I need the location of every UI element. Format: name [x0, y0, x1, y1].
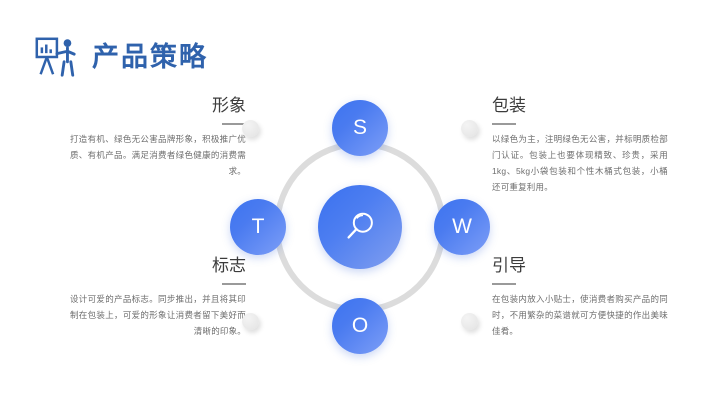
- block-heading-guide: 引导: [492, 256, 526, 275]
- block-body-logo: 设计可爱的产品标志。同步推出，并且将其印制在包装上，可爱的形象让消费者留下美好而…: [70, 294, 246, 336]
- heading-rule: [492, 123, 516, 126]
- decorative-dot-bottom-left: [242, 313, 259, 330]
- swot-node-letter: O: [351, 314, 369, 337]
- decorative-dot-bottom-right: [461, 313, 478, 330]
- heading-rule: [222, 123, 246, 126]
- heading-rule: [222, 283, 246, 286]
- page-header: 产品策略: [32, 34, 208, 80]
- swot-node-o[interactable]: O: [332, 298, 388, 354]
- block-body-image: 打造有机、绿色无公害品牌形象，积极推广优质、有机产品。满足消费者绿色健康的消费需…: [70, 134, 246, 176]
- block-body-guide: 在包装内放入小贴士，使消费者购买产品的同时，不用繁杂的菜谱就可方便快捷的作出美味…: [492, 294, 668, 336]
- block-body-package: 以绿色为主，注明绿色无公害，并标明质检部门认证。包装上也要体现精致、珍贵，采用1…: [492, 134, 668, 192]
- block-heading-image: 形象: [212, 96, 246, 115]
- swot-node-letter: S: [352, 116, 367, 139]
- swot-diagram: S W O T: [228, 98, 492, 356]
- decorative-dot-top-right: [461, 120, 478, 137]
- text-block-package: 包装 以绿色为主，注明绿色无公害，并标明质检部门认证。包装上也要体现精致、珍贵，…: [492, 96, 668, 195]
- decorative-dot-top-left: [242, 120, 259, 137]
- swot-node-letter: T: [251, 215, 265, 238]
- text-block-logo: 标志 设计可爱的产品标志。同步推出，并且将其印制在包装上，可爱的形象让消费者留下…: [70, 256, 246, 340]
- swot-node-w[interactable]: W: [434, 199, 490, 255]
- swot-node-s[interactable]: S: [332, 100, 388, 156]
- swot-node-letter: W: [452, 215, 472, 238]
- block-heading-package: 包装: [492, 96, 526, 115]
- presenter-flipchart-icon: [32, 34, 78, 80]
- text-block-image: 形象 打造有机、绿色无公害品牌形象，积极推广优质、有机产品。满足消费者绿色健康的…: [70, 96, 246, 180]
- heading-rule: [492, 283, 516, 286]
- swot-node-t[interactable]: T: [230, 199, 286, 255]
- magnifier-icon: [341, 208, 379, 246]
- swot-center-node[interactable]: [318, 185, 402, 269]
- page-title: 产品策略: [92, 41, 208, 72]
- text-block-guide: 引导 在包装内放入小贴士，使消费者购买产品的同时，不用繁杂的菜谱就可方便快捷的作…: [492, 256, 668, 340]
- block-heading-logo: 标志: [212, 256, 246, 275]
